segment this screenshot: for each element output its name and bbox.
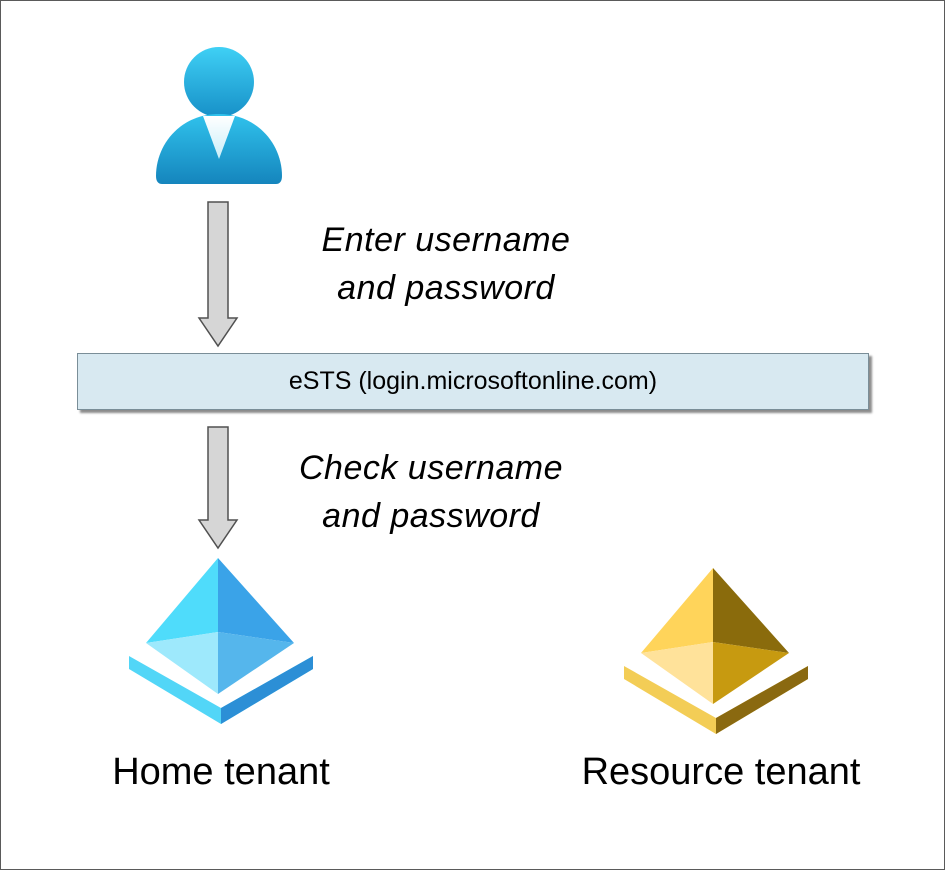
step-enter-credentials-line2: and password xyxy=(337,269,555,307)
home-tenant-pyramid-icon xyxy=(129,558,313,724)
user-icon xyxy=(156,47,282,184)
ests-server-label: eSTS (login.microsoftonline.com) xyxy=(288,367,658,395)
down-arrow-icon xyxy=(197,201,239,348)
step-check-credentials-line2: and password xyxy=(322,497,540,535)
step-check-credentials-text: Check username and password xyxy=(271,444,591,540)
step-check-credentials-line1: Check username xyxy=(298,449,563,487)
step-enter-credentials-text: Enter username and password xyxy=(291,216,601,312)
resource-tenant-label: Resource tenant xyxy=(581,751,861,793)
down-arrow-icon xyxy=(197,426,239,550)
step-enter-credentials-line1: Enter username xyxy=(321,221,571,259)
ests-server-box: eSTS (login.microsoftonline.com) xyxy=(77,353,869,410)
resource-tenant-pyramid-icon xyxy=(624,568,808,734)
home-tenant-label: Home tenant xyxy=(112,751,330,793)
